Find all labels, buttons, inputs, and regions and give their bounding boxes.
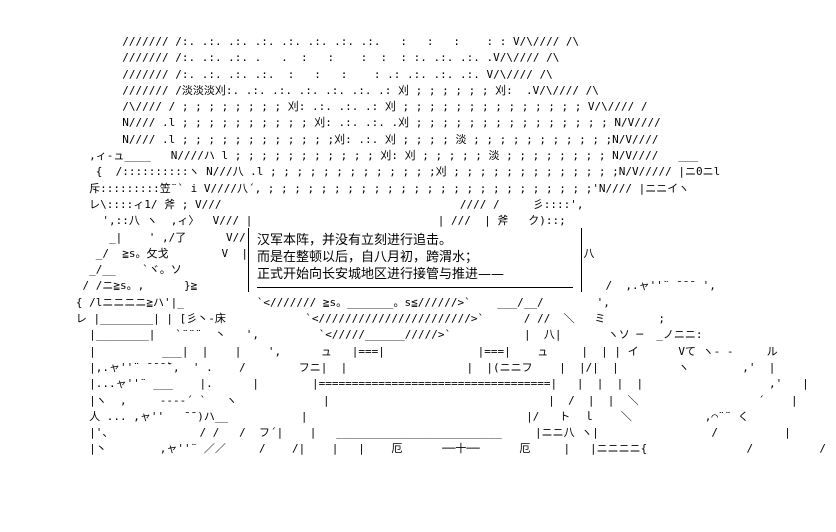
caption-underline xyxy=(257,287,573,288)
caption-line-3: 正式开始向长安城地区进行接管与推进—— xyxy=(257,267,505,282)
caption-line-1: 汉军本阵，并没有立刻进行追击。 xyxy=(257,233,453,248)
caption-line-2: 而是在整顿以后，自八月初，跨渭水； xyxy=(257,250,479,265)
caption-box: 汉军本阵，并没有立刻进行追击。 而是在整顿以后，自八月初，跨渭水； 正式开始向长… xyxy=(248,228,582,292)
ascii-art-block: /////// /:. .:. .:. .:. .:. .:. .:. .:. … xyxy=(75,35,827,456)
